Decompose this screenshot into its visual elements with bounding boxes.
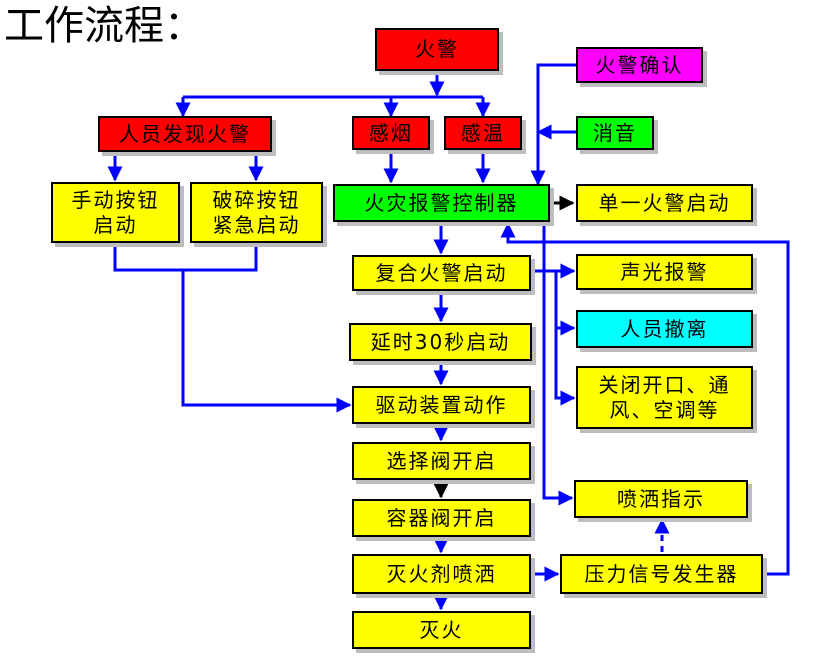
arrow-confirm-to-controller <box>530 63 576 186</box>
node-agent-spray: 灭火剂喷洒 <box>352 554 531 594</box>
node-pressure-signal: 压力信号发生器 <box>560 554 763 594</box>
node-close-openings: 关闭开口、通 风、空调等 <box>576 366 753 429</box>
node-silence: 消音 <box>576 116 654 150</box>
node-select-valve: 选择阀开启 <box>352 442 531 480</box>
node-drive: 驱动装置动作 <box>352 386 531 424</box>
node-break-button: 破碎按钮 紧急启动 <box>190 182 323 243</box>
node-container-valve: 容器阀开启 <box>352 499 531 537</box>
line-manual-down <box>113 243 258 272</box>
page-title: 工作流程： <box>4 3 204 49</box>
node-fire-alarm: 火警 <box>375 28 499 71</box>
node-controller: 火灾报警控制器 <box>333 184 550 222</box>
arrow-compound-to-close <box>554 328 576 406</box>
arrow-pressure-feedback <box>500 222 790 576</box>
arrow-compound-to-evacuate <box>554 271 576 336</box>
arrow-controller-to-spray <box>542 222 574 506</box>
arrow-buttons-to-drive <box>181 270 352 413</box>
node-single-alarm: 单一火警启动 <box>576 184 753 222</box>
node-fire-confirm: 火警确认 <box>576 47 703 83</box>
node-extinguish: 灭火 <box>352 611 531 649</box>
node-smoke: 感烟 <box>352 116 430 150</box>
node-compound-alarm: 复合火警启动 <box>352 255 531 291</box>
node-sound-light: 声光报警 <box>576 254 753 290</box>
node-manual-button: 手动按钮 启动 <box>51 182 180 243</box>
node-spray-indicator: 喷洒指示 <box>574 480 748 518</box>
node-delay: 延时30秒启动 <box>349 323 532 361</box>
node-evacuate: 人员撤离 <box>576 310 753 348</box>
node-person-found: 人员发现火警 <box>98 116 272 152</box>
node-temp: 感温 <box>444 116 522 150</box>
